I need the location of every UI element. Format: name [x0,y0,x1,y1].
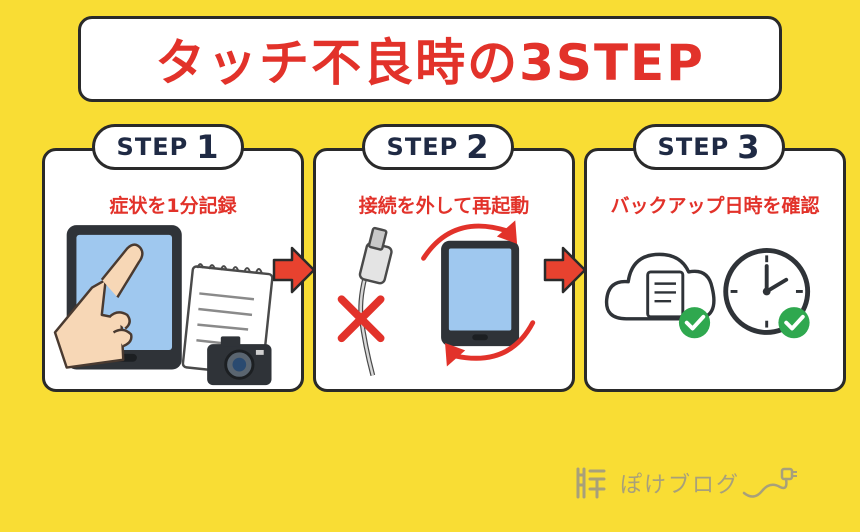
step-3-illustration [604,248,811,339]
step-2-card: 接続を外して再起動 [313,148,575,392]
step-1-illustration [53,225,274,386]
step-2-number: 2 [466,128,490,166]
step-1-subtitle: 症状を1分記録 [109,195,237,217]
pointing-hand-icon [53,243,144,369]
blog-logo-icon [576,467,606,499]
step-2-illustration [337,220,536,376]
step-3-card: バックアップ日時を確認 [584,148,846,392]
step-3-subtitle: バックアップ日時を確認 [610,195,820,217]
watermark-text: ぽけブログ [620,473,741,498]
title-banner: タッチ不良時の3STEP [78,16,782,102]
step-1-number: 1 [196,128,220,166]
step-2-subtitle: 接続を外して再起動 [358,195,530,217]
clock-icon [723,248,811,339]
watermark: ぽけブログ [572,460,800,506]
cable-doodle-icon [742,467,798,498]
cloud-document-icon [604,252,716,339]
step-3-label: STEP [657,133,730,161]
arrow-right-icon [543,246,587,294]
page-title: タッチ不良時の3STEP [155,34,705,92]
arrow-right-icon [272,246,316,294]
camera-icon [207,336,272,386]
tablet-icon [441,240,520,347]
restart-arrows-icon [421,223,536,361]
step-1-card: 症状を1分記録 [42,148,304,392]
step-1-label: STEP [116,133,189,161]
disconnect-x-icon [337,295,385,343]
step-2-label: STEP [386,133,459,161]
step-3-number: 3 [737,128,761,166]
